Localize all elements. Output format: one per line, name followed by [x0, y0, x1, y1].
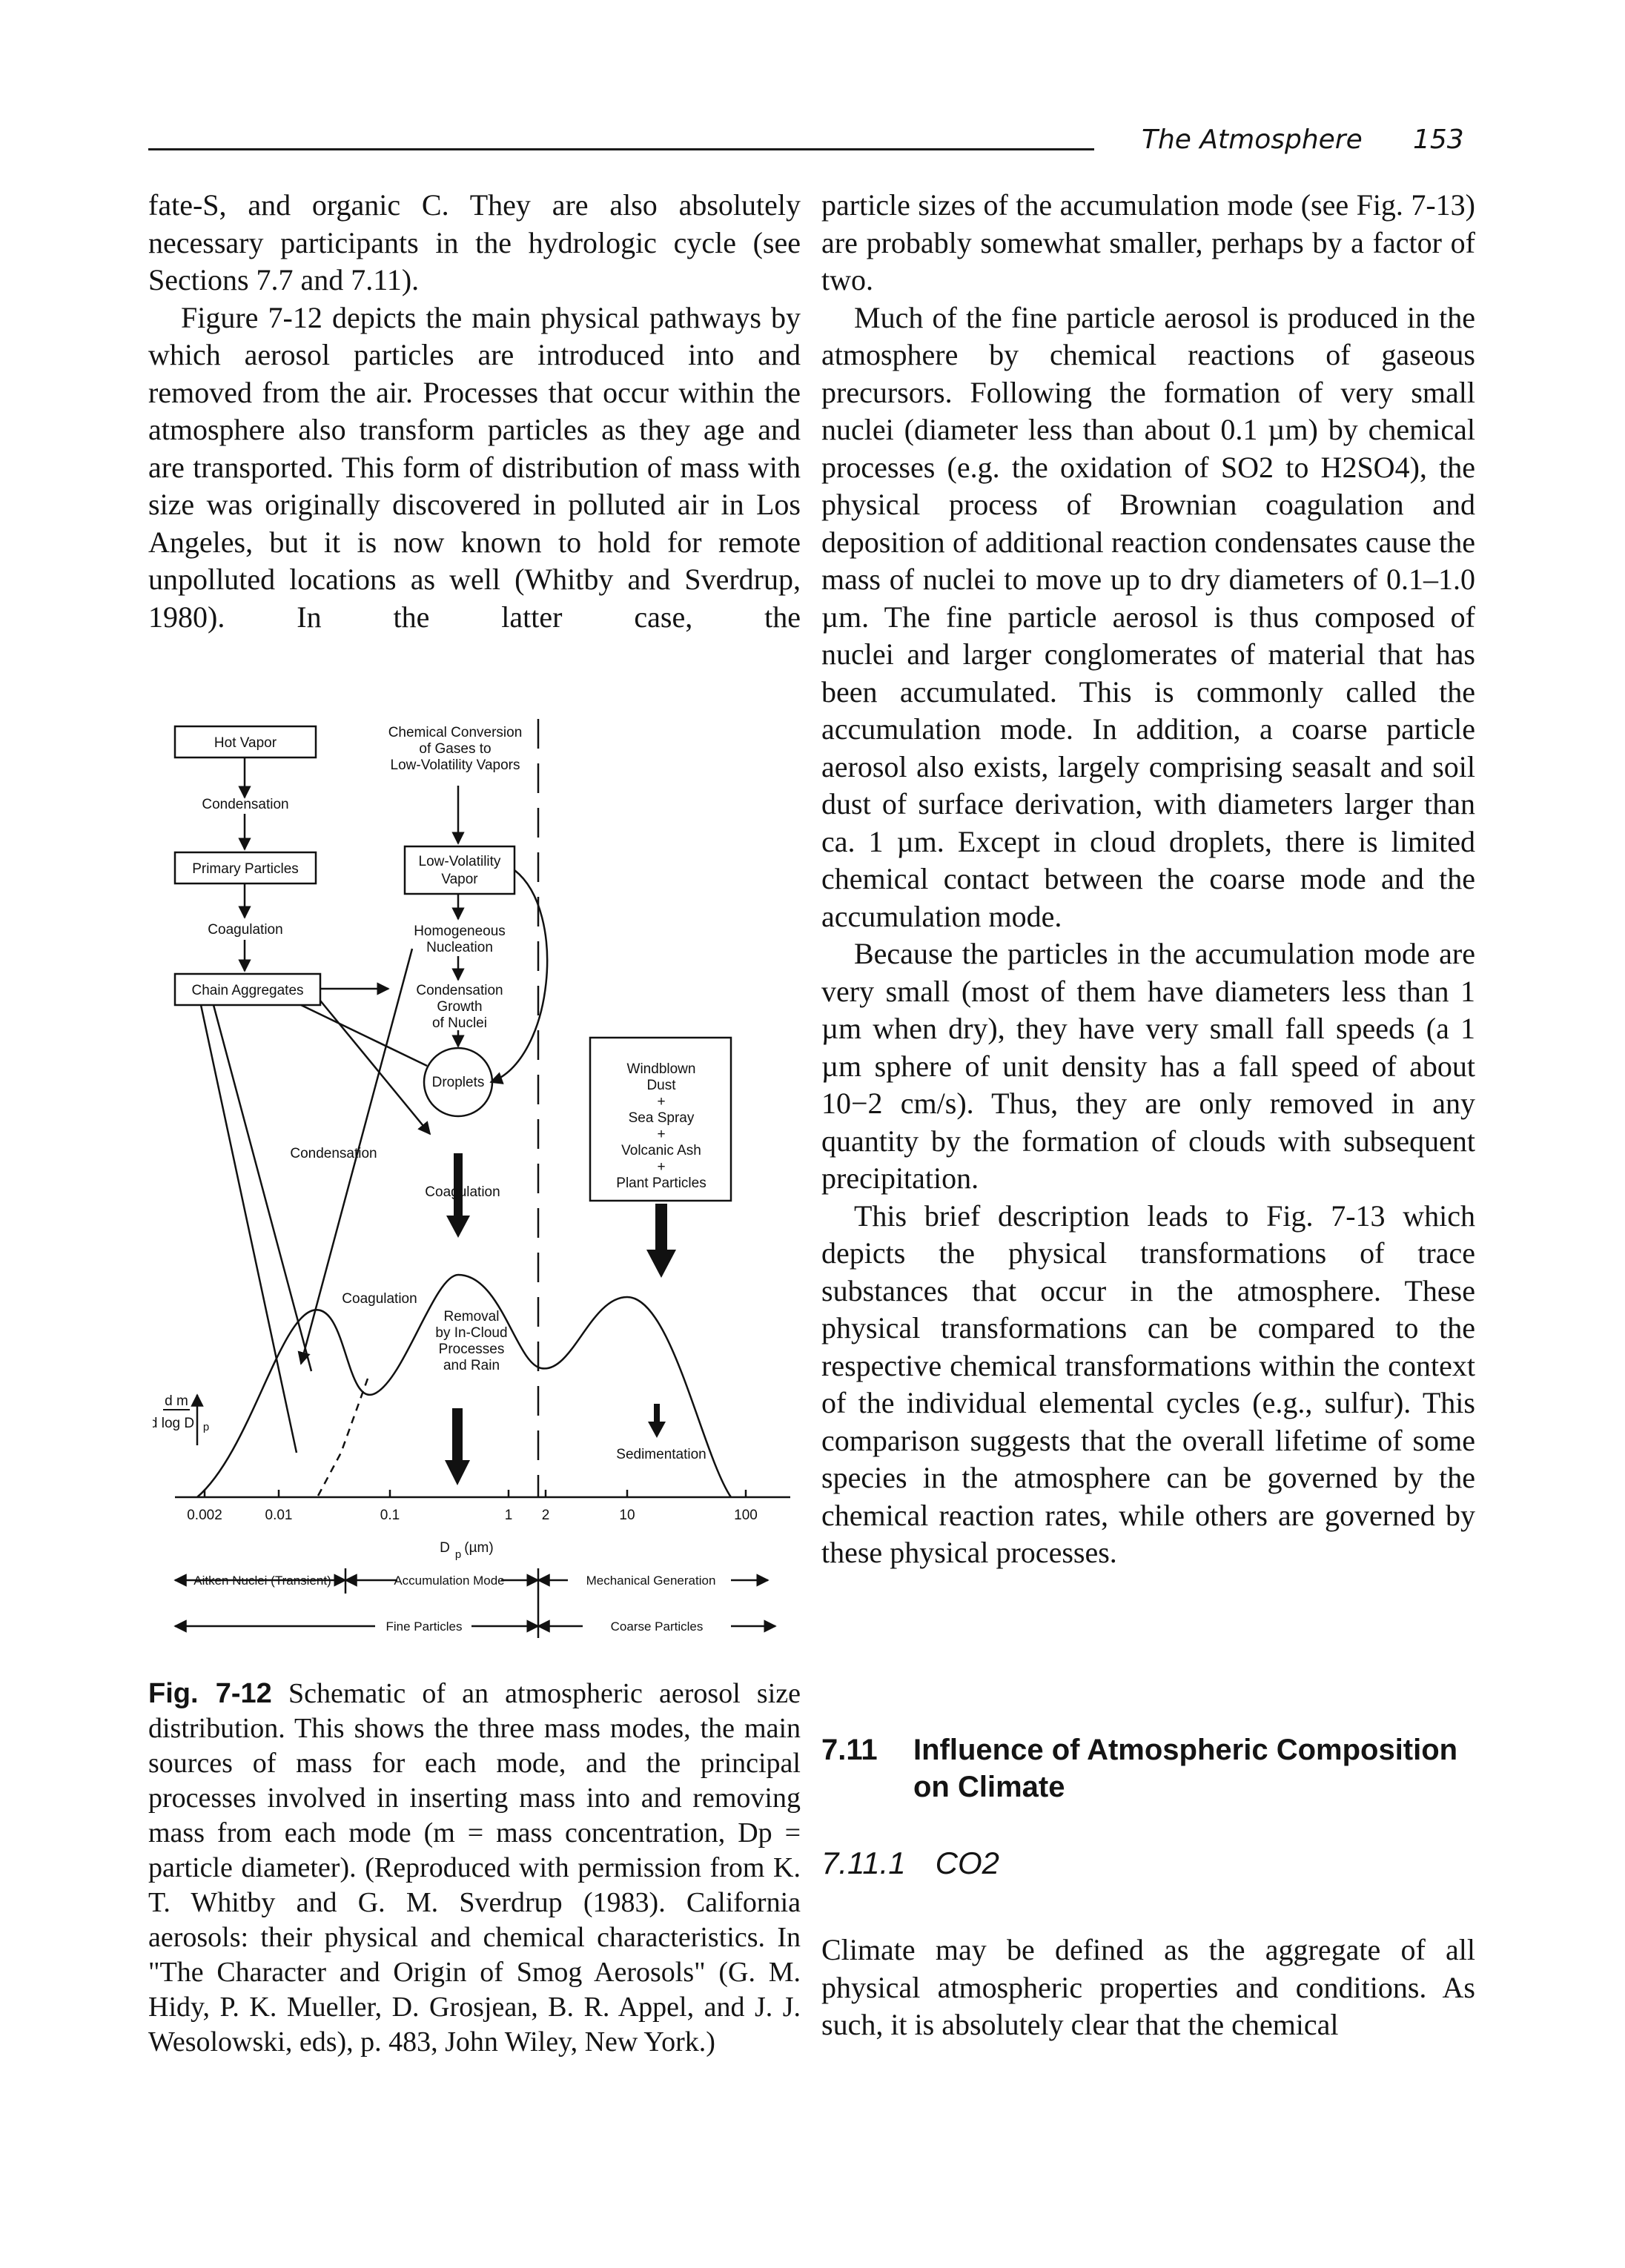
coagulation-label-mid: Coagulation: [425, 1184, 500, 1200]
mechanical-generation-label: Mechanical Generation: [586, 1574, 716, 1588]
windblown-line-5: +: [657, 1127, 665, 1142]
chemical-conversion-line-1: Chemical Conversion: [388, 725, 523, 740]
right-column: particle sizes of the accumulation mode …: [821, 187, 1475, 1572]
x-tick-label: 0.002: [187, 1508, 222, 1523]
x-tick-label: 2: [542, 1508, 550, 1523]
condensation-label-top: Condensation: [202, 797, 288, 812]
x-tick-label: 10: [619, 1508, 635, 1523]
condensation-growth-line-1: Condensation: [416, 983, 503, 998]
condensation-label-mid: Condensation: [290, 1146, 377, 1161]
removal-line-1: Removal: [444, 1309, 500, 1324]
x-axis-label-subscript: p: [455, 1548, 461, 1561]
fine-particles-label: Fine Particles: [386, 1619, 463, 1634]
condensation-growth-line-3: of Nuclei: [432, 1015, 487, 1031]
y-axis-label-numerator: d m: [165, 1393, 188, 1409]
x-tick-label: 100: [734, 1508, 758, 1523]
subsection-title: CO2: [935, 1846, 1000, 1880]
low-volatility-line-2: Vapor: [441, 872, 478, 887]
final-paragraph: Climate may be defined as the aggregate …: [821, 1933, 1475, 2041]
left-paragraph-2: Figure 7-12 depicts the main physical pa…: [148, 300, 801, 634]
right-paragraph-3: Because the particles in the accumulatio…: [821, 937, 1475, 1195]
page-number: 153: [1413, 125, 1464, 155]
windblown-line-7: +: [657, 1159, 665, 1175]
chemical-conversion-line-3: Low-Volatility Vapors: [391, 757, 520, 773]
header-rule: [148, 148, 1094, 150]
final-paragraph-block: Climate may be defined as the aggregate …: [821, 1932, 1475, 2044]
figure-caption: Fig. 7-12 Schematic of an atmospheric ae…: [148, 1677, 801, 2060]
figure-7-12: Hot Vapor Condensation Primary Particles…: [153, 712, 805, 1660]
windblown-line-4: Sea Spray: [629, 1110, 695, 1126]
distribution-curve: [196, 1273, 732, 1498]
removal-line-3: Processes: [439, 1342, 505, 1357]
coarse-particles-label: Coarse Particles: [611, 1619, 704, 1634]
coagulation-label-top: Coagulation: [208, 922, 282, 938]
y-axis-label-subscript: p: [203, 1421, 209, 1433]
x-tick-label: 1: [505, 1508, 513, 1523]
windblown-line-6: Volcanic Ash: [621, 1143, 701, 1158]
subsection-number: 7.11.1: [821, 1846, 906, 1880]
x-axis-label: D: [440, 1540, 450, 1556]
subsection-heading: 7.11.1 CO2: [821, 1846, 999, 1881]
removal-line-2: by In-Cloud: [435, 1325, 507, 1341]
running-head-title: The Atmosphere: [1142, 125, 1363, 155]
windblown-line-2: Dust: [646, 1078, 676, 1093]
windblown-line-3: +: [657, 1094, 665, 1110]
right-paragraph-2: Much of the fine particle aerosol is pro…: [821, 300, 1475, 933]
homogeneous-line-1: Homogeneous: [414, 924, 506, 939]
y-axis-label-denominator: d log D: [153, 1416, 194, 1431]
condensation-growth-line-2: Growth: [437, 999, 482, 1015]
chemical-conversion-line-2: of Gases to: [419, 741, 491, 757]
removal-line-4: and Rain: [443, 1358, 500, 1373]
accumulation-mode-label: Accumulation Mode: [394, 1574, 504, 1588]
x-tick-label: 0.1: [380, 1508, 400, 1523]
aerosol-diagram: Hot Vapor Condensation Primary Particles…: [153, 719, 790, 1638]
figure-caption-label: Fig. 7-12: [148, 1678, 272, 1709]
primary-particles-label: Primary Particles: [192, 861, 299, 877]
windblown-line-1: Windblown: [627, 1061, 696, 1077]
section-number: 7.11: [821, 1734, 878, 1766]
right-paragraph-4: This brief description leads to Fig. 7-1…: [821, 1198, 1475, 1570]
windblown-box: [589, 1036, 732, 1202]
sedimentation-label: Sedimentation: [616, 1447, 706, 1462]
hot-vapor-label: Hot Vapor: [214, 735, 277, 751]
right-paragraph-1: particle sizes of the accumulation mode …: [821, 188, 1475, 296]
homogeneous-line-2: Nucleation: [426, 940, 493, 955]
aitken-mode-label: Aitken Nuclei (Transient): [193, 1574, 331, 1588]
droplets-label: Droplets: [432, 1075, 485, 1090]
x-tick-label: 0.01: [265, 1508, 293, 1523]
figure-caption-text: Schematic of an atmospheric aerosol size…: [148, 1678, 801, 2058]
section-title: Influence of Atmospheric Composition on …: [913, 1734, 1458, 1803]
chain-aggregates-label: Chain Aggregates: [191, 983, 303, 998]
low-volatility-line-1: Low-Volatility: [419, 854, 501, 869]
coagulation-label-low: Coagulation: [342, 1291, 417, 1307]
left-column: fate-S, and organic C. They are also abs…: [148, 187, 801, 636]
windblown-line-8: Plant Particles: [616, 1176, 706, 1191]
x-axis-unit: (µm): [464, 1540, 493, 1556]
section-heading: 7.11 Influence of Atmospheric Compositio…: [821, 1731, 1474, 1806]
left-paragraph-1: fate-S, and organic C. They are also abs…: [148, 188, 801, 296]
